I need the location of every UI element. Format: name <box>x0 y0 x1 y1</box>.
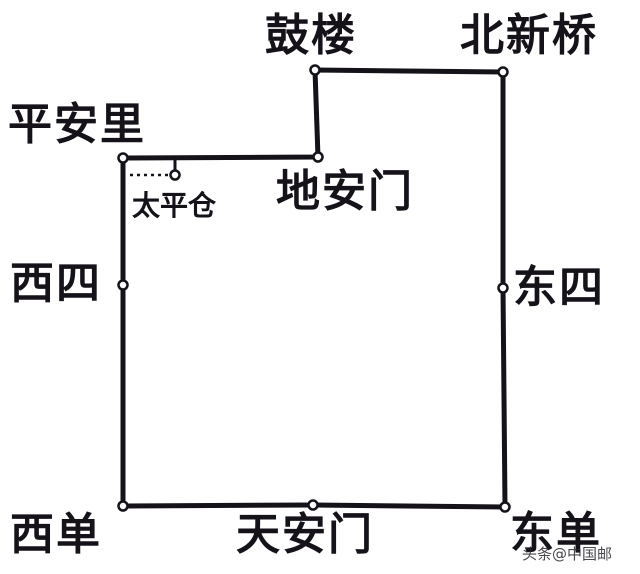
label-dianmen: 地安门 <box>276 166 414 217</box>
node-dongdan[interactable] <box>499 501 511 513</box>
label-xisi: 西四 <box>10 258 102 309</box>
node-pinganli[interactable] <box>117 152 129 164</box>
station-nodes <box>117 64 511 513</box>
node-tiananmen[interactable] <box>307 499 319 511</box>
route-lines <box>120 67 508 510</box>
label-dongsi: 东四 <box>513 262 605 313</box>
node-gulou[interactable] <box>309 64 321 76</box>
node-xisi[interactable] <box>117 279 129 291</box>
label-xidan: 西单 <box>10 509 102 560</box>
label-gulou: 鼓楼 <box>265 10 357 61</box>
loop-route-line <box>120 67 508 510</box>
watermark-text: 头条@中国邮 <box>522 545 613 563</box>
node-beixinqiao[interactable] <box>497 66 509 78</box>
label-pinganli: 平安里 <box>8 99 146 150</box>
node-taipingcang[interactable] <box>169 169 181 181</box>
label-taipingcang: 太平仓 <box>132 189 217 222</box>
label-dongdan: 东单 <box>510 508 602 559</box>
node-dongsi[interactable] <box>497 282 509 294</box>
node-dianmen[interactable] <box>312 151 324 163</box>
label-beixinqiao: 北新桥 <box>460 10 598 61</box>
node-xidan[interactable] <box>117 500 129 512</box>
label-tiananmen: 天安门 <box>236 509 374 560</box>
